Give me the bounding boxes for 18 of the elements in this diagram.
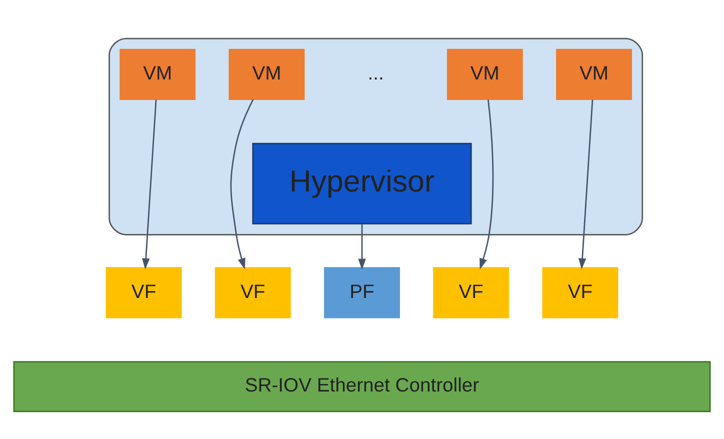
node-box: VF <box>542 267 618 318</box>
node-box: PF <box>324 267 400 318</box>
node-box: VM <box>556 48 632 100</box>
cluster <box>108 38 644 236</box>
arrow <box>142 100 157 270</box>
node-box: VF <box>214 267 291 318</box>
arrow <box>358 224 366 270</box>
node-box: Hypervisor <box>252 142 472 224</box>
node-box: VF <box>106 267 182 318</box>
label: ... <box>368 64 384 85</box>
node-box: VF <box>433 267 510 318</box>
node-box: VM <box>228 48 305 100</box>
arrow <box>480 100 494 270</box>
arrow <box>230 99 254 270</box>
arrow <box>578 100 594 270</box>
node-box: SR-IOV Ethernet Controller <box>13 361 711 412</box>
node-box: VM <box>446 48 523 100</box>
node-box: VM <box>120 48 196 100</box>
